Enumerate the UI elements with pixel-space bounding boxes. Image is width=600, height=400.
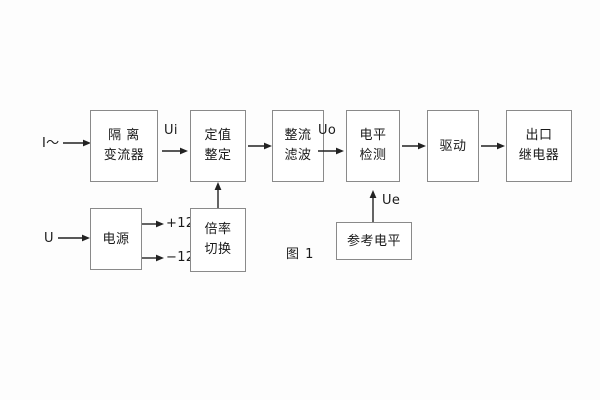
block-power-supply-line1: 电源 (102, 231, 130, 247)
block-output-relay-line1: 出口 (525, 127, 553, 143)
arrow-ratio-switch-to-setting (213, 182, 223, 208)
block-power-supply: 电源 (90, 208, 142, 270)
arrow-level-to-drive (402, 141, 426, 151)
block-ratio-switch-line1: 倍率 (204, 221, 232, 237)
block-setting-line1: 定值 (204, 127, 232, 143)
arrow-current-input (63, 138, 91, 148)
block-ratio-switch-line2: 切换 (204, 242, 232, 257)
block-drive: 驱动 (427, 110, 479, 182)
block-reference-level-line1: 参考电平 (346, 233, 401, 249)
signal-label-ui: Ui (164, 123, 178, 138)
block-setting: 定值 整定 (190, 110, 246, 182)
arrow-reference-to-level-detect (368, 190, 378, 222)
arrow-ui (162, 146, 188, 156)
block-output-relay-line2: 继电器 (518, 148, 560, 163)
block-reference-level: 参考电平 (336, 222, 412, 260)
arrow-setting-to-rectify (248, 141, 272, 151)
arrow-drive-to-output-relay (481, 141, 505, 151)
current-input-label: I～ (42, 136, 60, 151)
block-output-relay: 出口 继电器 (506, 110, 572, 182)
figure-caption: 图 1 (286, 247, 315, 262)
block-level-detect-line1: 电平 (359, 127, 387, 143)
voltage-input-label: U (44, 231, 54, 246)
block-isolation-ct-line2: 变流器 (103, 148, 145, 163)
block-isolation-ct-line1: 隔 离 (108, 127, 140, 143)
block-drive-line1: 驱动 (439, 138, 467, 154)
block-setting-line2: 整定 (204, 148, 232, 163)
block-level-detect-line2: 检测 (359, 148, 387, 163)
arrow-uo (318, 146, 344, 156)
signal-label-uo: Uo (318, 123, 337, 138)
block-ratio-switch: 倍率 切换 (190, 208, 246, 272)
signal-label-ue: Ue (382, 193, 401, 208)
arrow-voltage-input (58, 233, 90, 243)
block-rectify-filter: 整流 滤波 (272, 110, 324, 182)
block-rectify-filter-line1: 整流 (284, 127, 312, 143)
arrow-rail-positive (142, 219, 164, 229)
block-rectify-filter-line2: 滤波 (284, 148, 312, 163)
block-level-detect: 电平 检测 (346, 110, 400, 182)
block-isolation-ct: 隔 离 变流器 (90, 110, 158, 182)
arrow-rail-negative (142, 253, 164, 263)
